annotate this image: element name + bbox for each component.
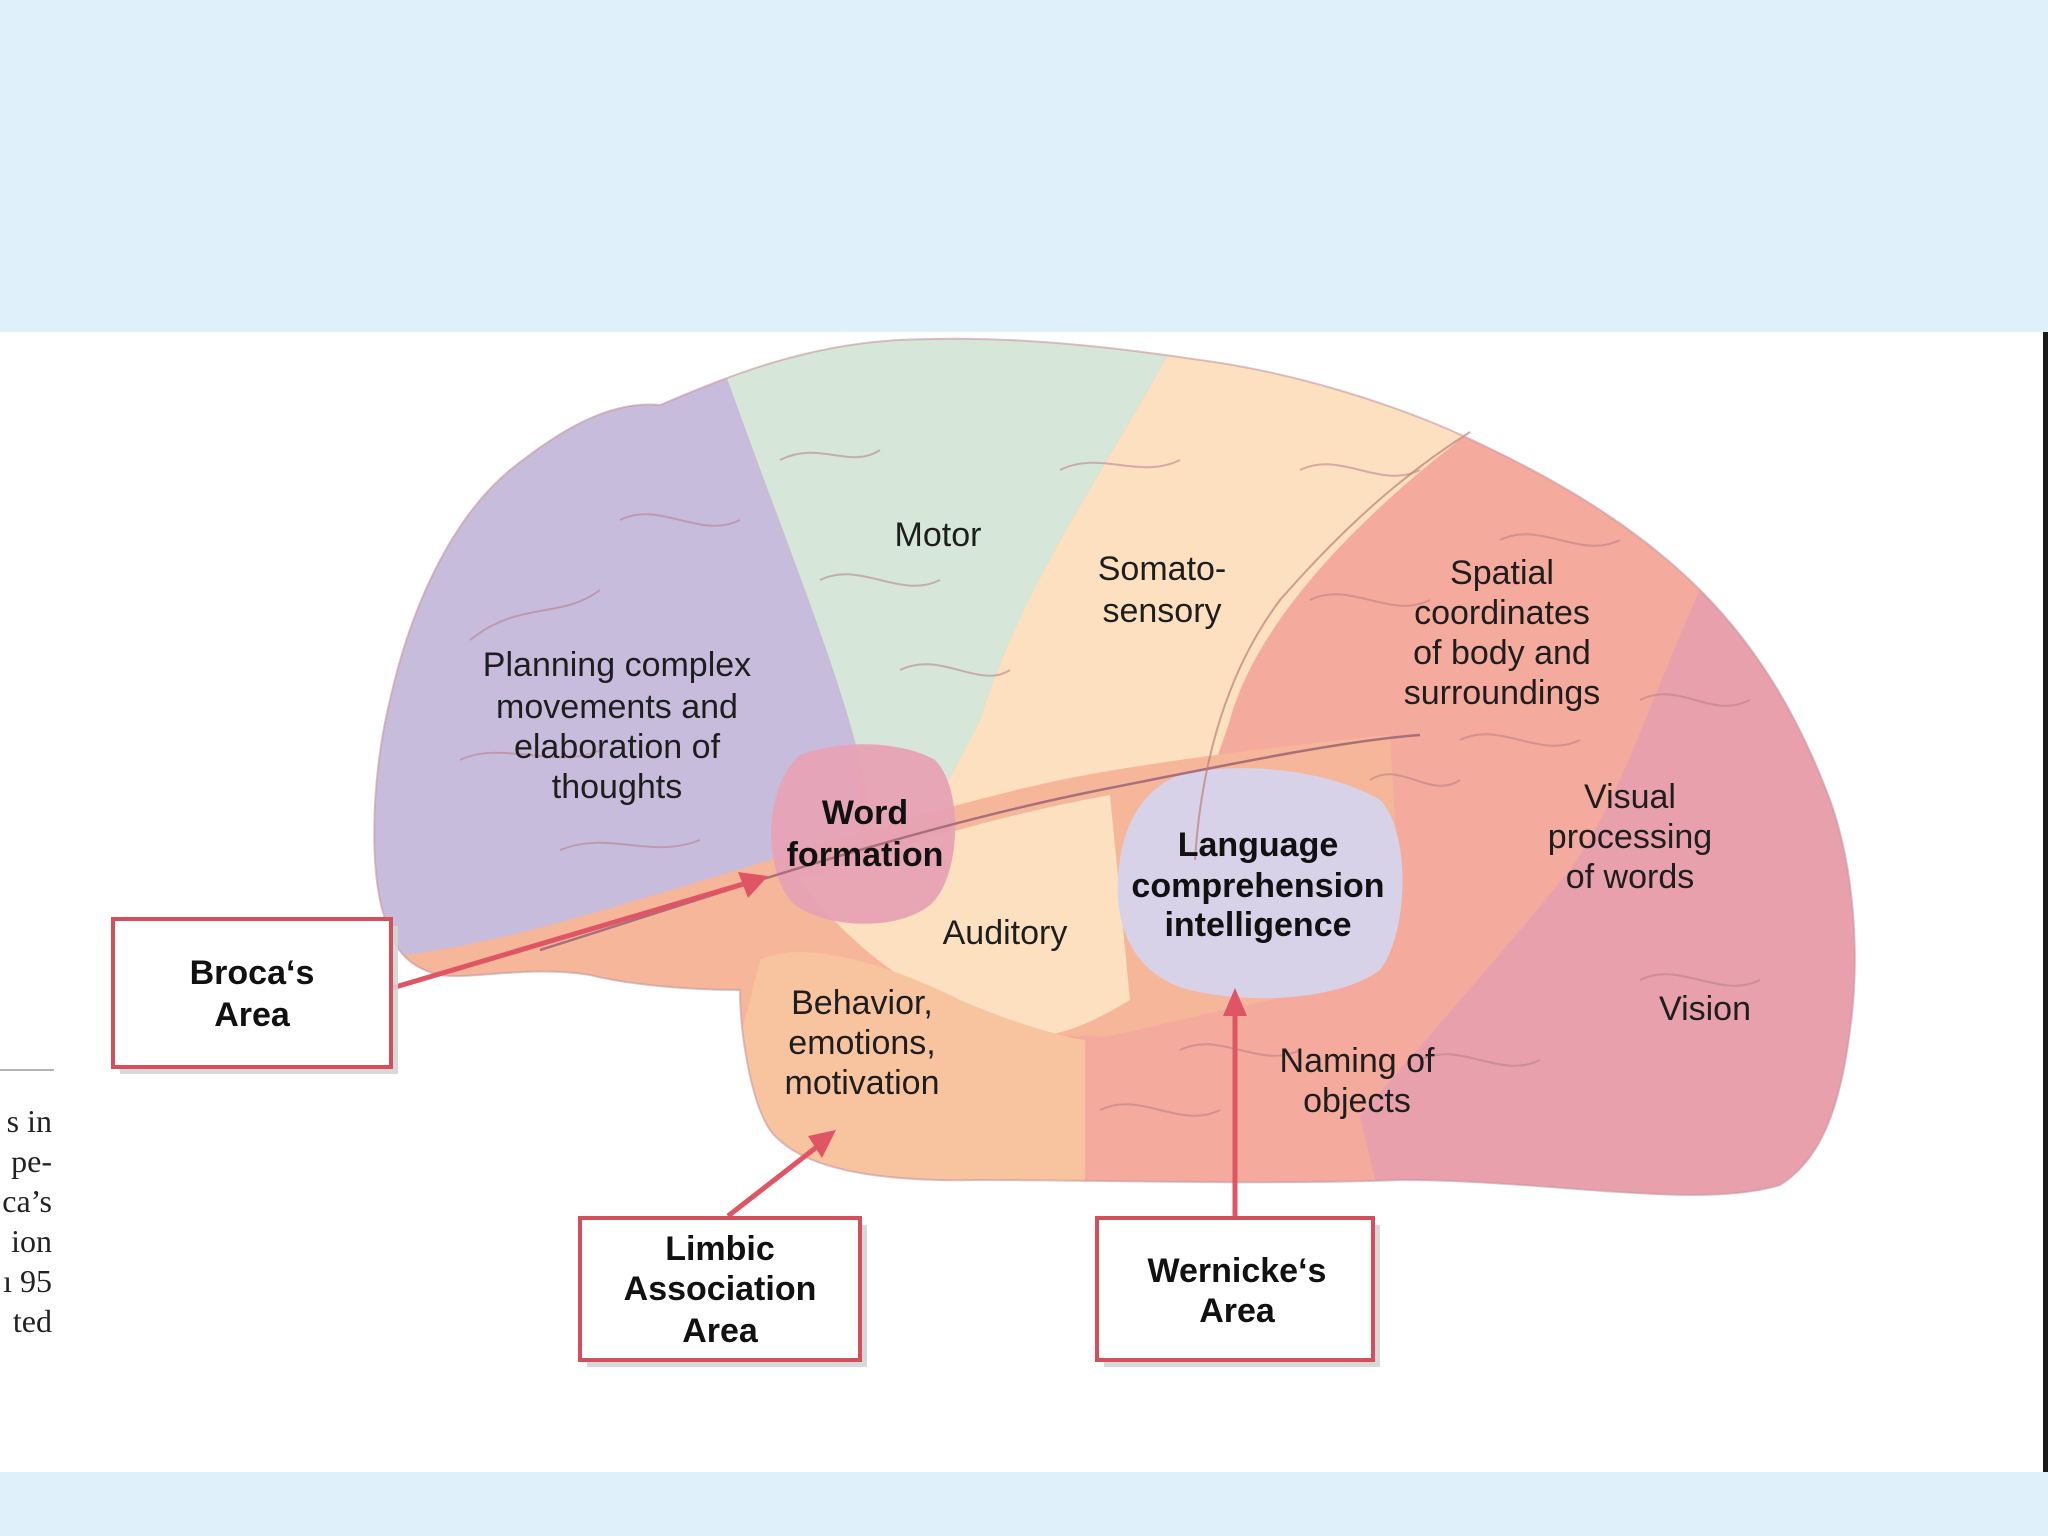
arrows [391, 879, 1238, 1218]
label-language-line2: comprehension [1131, 867, 1384, 905]
label-visual-processing-line1: Visual [1584, 778, 1676, 816]
language-area-shape [1117, 768, 1403, 999]
label-naming-line1: Naming of [1280, 1042, 1436, 1080]
arrowhead-broca [738, 872, 768, 898]
side-text-line2: pe- [11, 1143, 52, 1179]
label-somatosensory-line2: sensory [1102, 592, 1221, 630]
label-somatosensory-line1: Somato- [1098, 550, 1227, 588]
brain-regions [374, 338, 1855, 1195]
region-fill-frontal [374, 338, 860, 1000]
label-behavior-line3: motivation [785, 1064, 940, 1102]
label-planning-line2: movements and [496, 688, 738, 726]
footer-band [0, 1472, 2048, 1536]
side-text-line3: ca’s [2, 1183, 52, 1219]
callout-broca-box: Broca‘s Area [111, 917, 398, 1074]
label-language-line1: Language [1178, 826, 1339, 864]
callout-broca-line2: Area [214, 996, 291, 1034]
callout-broca-line1: Broca‘s [190, 954, 315, 992]
arrowhead-wernicke [1223, 988, 1247, 1016]
header-band [0, 0, 2048, 332]
region-fill-motor [700, 338, 1195, 870]
arrow-limbic [726, 1144, 820, 1218]
label-naming-line2: objects [1303, 1082, 1411, 1120]
label-planning-line4: thoughts [552, 768, 682, 806]
side-text-line4: ion [11, 1223, 52, 1259]
side-text-line5: ı 95 [3, 1263, 52, 1299]
side-text-line1: s in [7, 1103, 52, 1139]
label-vision: Vision [1659, 990, 1751, 1028]
callout-limbic-line2: Association [624, 1270, 817, 1308]
callout-wernicke-box: Wernicke‘s Area [1095, 1216, 1380, 1367]
arrow-broca [391, 879, 751, 991]
region-fill-limbic [700, 952, 1085, 1195]
label-spatial-line3: of body and [1413, 634, 1591, 672]
label-spatial-line4: surroundings [1404, 674, 1601, 712]
callout-limbic-line3: Area [682, 1312, 759, 1350]
label-behavior-line2: emotions, [788, 1024, 935, 1062]
label-word-formation-line1: Word [822, 794, 908, 832]
callout-limbic-box: Limbic Association Area [578, 1216, 867, 1367]
label-word-formation-line2: formation [787, 836, 944, 874]
callout-wernicke-line1: Wernicke‘s [1148, 1252, 1327, 1290]
label-behavior-line1: Behavior, [791, 984, 933, 1022]
arrowheads [738, 872, 1247, 1158]
callout-wernicke-line2: Area [1199, 1292, 1276, 1330]
arrowhead-limbic [808, 1130, 836, 1158]
brain-vein-lines [459, 449, 1761, 1117]
label-language-line3: intelligence [1164, 906, 1351, 944]
label-auditory: Auditory [943, 914, 1068, 952]
central-sulcus-line [1194, 431, 1471, 861]
callout-limbic-line1: Limbic [665, 1230, 775, 1268]
brain-outline [373, 337, 1856, 1196]
slide-edge [2043, 332, 2048, 1472]
region-fill-occipital [1300, 338, 1855, 1195]
label-planning-line3: elaboration of [514, 728, 721, 766]
label-visual-processing-line3: of words [1566, 858, 1695, 896]
brain-diagram: Motor Somato- sensory Planning complex m… [0, 337, 1856, 1367]
label-motor: Motor [895, 516, 982, 554]
label-planning-line1: Planning complex [483, 646, 751, 684]
word-formation-area-shape [771, 744, 956, 924]
label-spatial-line1: Spatial [1450, 554, 1554, 592]
label-visual-processing-line2: processing [1548, 818, 1712, 856]
label-spatial-line2: coordinates [1414, 594, 1590, 632]
side-text-line6: ted [13, 1303, 52, 1339]
